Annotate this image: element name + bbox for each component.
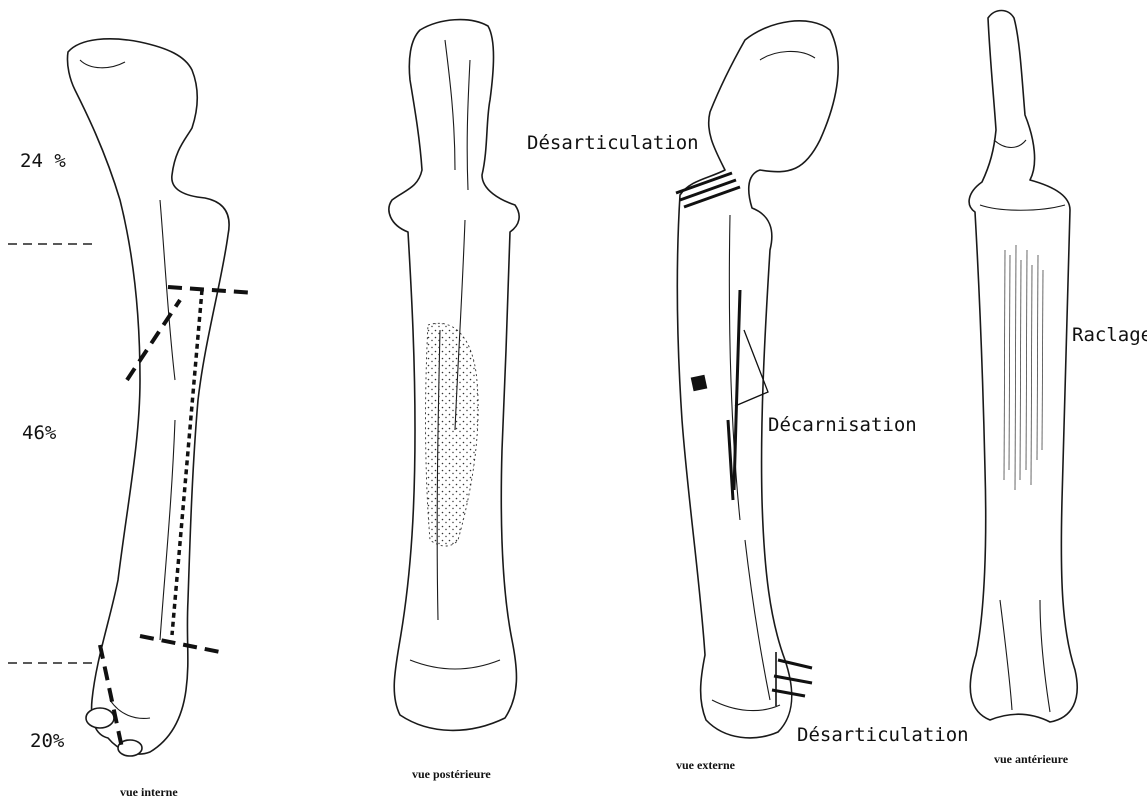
bone-view-interne (67, 39, 255, 756)
annotation-defleshing: Décarnisation (768, 414, 917, 436)
annotation-disarticulation-bottom: Désarticulation (797, 724, 969, 746)
bone-view-anterieure (969, 11, 1077, 723)
caption-vue-anterieure: vue antérieure (994, 752, 1068, 767)
segment-label-middle: 46% (22, 422, 56, 444)
caption-vue-posterieure: vue postérieure (412, 767, 491, 782)
annotation-scraping: Raclage (1072, 324, 1147, 346)
caption-vue-externe: vue externe (676, 758, 735, 773)
segment-label-lower: 20% (30, 730, 64, 752)
bone-view-externe (676, 21, 838, 738)
caption-vue-interne: vue interne (120, 785, 178, 800)
bone-view-posterieure (389, 20, 519, 731)
annotation-disarticulation-top: Désarticulation (527, 132, 699, 154)
segment-label-upper: 24 % (20, 150, 66, 172)
